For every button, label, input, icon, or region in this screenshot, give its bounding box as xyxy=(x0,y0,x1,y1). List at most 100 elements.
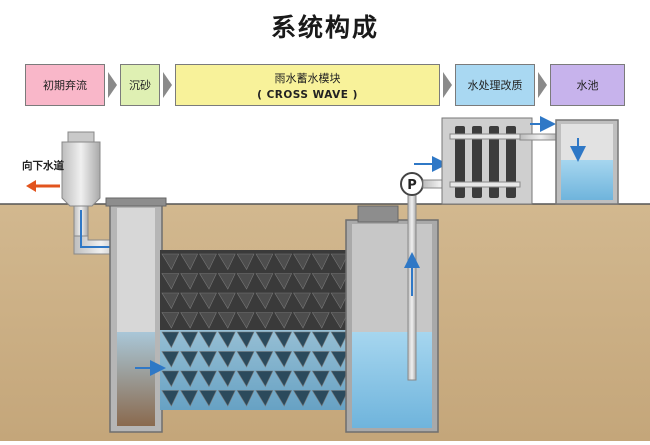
module-cell xyxy=(330,292,349,310)
module-cell xyxy=(180,370,199,388)
module-cell xyxy=(236,253,255,271)
module-cell xyxy=(217,273,236,290)
pump-chamber-water xyxy=(352,332,432,428)
module-cell xyxy=(311,331,330,349)
module-cell xyxy=(255,351,274,368)
module-cell xyxy=(217,331,236,349)
module-cell xyxy=(330,312,349,329)
flow-chevron-2 xyxy=(163,72,172,98)
module-cell xyxy=(293,273,311,290)
pump-chamber-riser xyxy=(357,205,399,223)
module-cell xyxy=(293,312,311,329)
module-cell xyxy=(330,253,349,271)
step-sedimentation-label: 沉砂 xyxy=(129,79,151,92)
module-cell xyxy=(236,273,255,290)
module-cell xyxy=(180,312,199,329)
first-flush-device xyxy=(61,141,101,207)
module-cell xyxy=(199,312,217,329)
sedimentation-lid xyxy=(105,197,167,207)
module-cell xyxy=(161,351,180,368)
module-cell xyxy=(161,292,180,310)
pump-label: P xyxy=(407,178,417,193)
module-cell xyxy=(274,331,293,349)
module-cell xyxy=(236,370,255,388)
module-cell xyxy=(293,331,311,349)
module-cell xyxy=(180,331,199,349)
step-water-tank-label: 水池 xyxy=(576,79,599,92)
module-cell xyxy=(236,292,255,310)
downpipe-top xyxy=(67,131,95,143)
module-cell xyxy=(217,312,236,329)
module-cell xyxy=(311,312,330,329)
module-cell xyxy=(311,370,330,388)
module-cell xyxy=(217,390,236,407)
module-cell xyxy=(199,273,217,290)
module-cell xyxy=(293,370,311,388)
module-cell xyxy=(180,390,199,407)
module-cell xyxy=(161,253,180,271)
module-cell xyxy=(255,253,274,271)
module-cell xyxy=(311,351,330,368)
module-cell xyxy=(199,331,217,349)
outlet-label: 向下水道 xyxy=(22,160,64,172)
module-cell xyxy=(311,390,330,407)
flow-chevron-4 xyxy=(538,72,547,98)
flow-chevron-1 xyxy=(108,72,117,98)
module-cell xyxy=(180,273,199,290)
step-storage-module-label: 雨水蓄水模块 xyxy=(274,71,341,85)
step-initial-diversion: 初期弃流 xyxy=(25,64,105,106)
module-cell xyxy=(255,312,274,329)
step-water-treatment: 水处理改质 xyxy=(455,64,535,106)
module-cell xyxy=(217,292,236,310)
module-cell xyxy=(311,292,330,310)
flow-chevron-3 xyxy=(443,72,452,98)
module-cell xyxy=(161,331,180,349)
diagram-title: 系统构成 xyxy=(270,13,379,42)
step-storage-module-sublabel: ( CROSS WAVE ) xyxy=(257,88,358,101)
module-cell xyxy=(311,253,330,271)
module-cell xyxy=(330,370,349,388)
module-cell xyxy=(293,390,311,407)
module-cell xyxy=(217,370,236,388)
module-cell xyxy=(330,351,349,368)
process-flow: 初期弃流 沉砂 雨水蓄水模块 ( CROSS WAVE ) 水处理改质 水池 xyxy=(25,64,625,108)
module-cell xyxy=(236,331,255,349)
module-cell xyxy=(180,253,199,271)
module-cell xyxy=(330,273,349,290)
module-cell xyxy=(293,253,311,271)
module-cell xyxy=(255,390,274,407)
module-cell xyxy=(293,351,311,368)
module-cell xyxy=(274,312,293,329)
step-sedimentation: 沉砂 xyxy=(120,64,160,106)
module-cell xyxy=(161,370,180,388)
cross-section-svg: P xyxy=(0,116,650,441)
module-cell xyxy=(199,351,217,368)
module-cell xyxy=(311,273,330,290)
treatment-filters xyxy=(449,126,521,198)
module-cell xyxy=(236,312,255,329)
step-initial-diversion-label: 初期弃流 xyxy=(43,79,87,92)
system-cross-section: P 向下水道 xyxy=(0,110,650,441)
module-cell xyxy=(161,312,180,329)
module-cell xyxy=(161,390,180,407)
step-storage-module: 雨水蓄水模块 ( CROSS WAVE ) xyxy=(175,64,440,106)
module-cell xyxy=(199,292,217,310)
module-cell xyxy=(330,390,349,407)
module-cell xyxy=(274,351,293,368)
sedimentation-water xyxy=(117,332,155,426)
storage-module-cells xyxy=(161,253,349,407)
module-cell xyxy=(199,253,217,271)
module-cell xyxy=(255,331,274,349)
module-cell xyxy=(199,370,217,388)
module-cell xyxy=(330,331,349,349)
module-cell xyxy=(180,292,199,310)
outlet-arrowhead xyxy=(26,180,36,192)
module-cell xyxy=(274,390,293,407)
module-cell xyxy=(274,292,293,310)
module-cell xyxy=(255,292,274,310)
module-cell xyxy=(255,370,274,388)
module-cell xyxy=(217,351,236,368)
module-cell xyxy=(199,390,217,407)
module-cell xyxy=(217,253,236,271)
module-cell xyxy=(274,253,293,271)
